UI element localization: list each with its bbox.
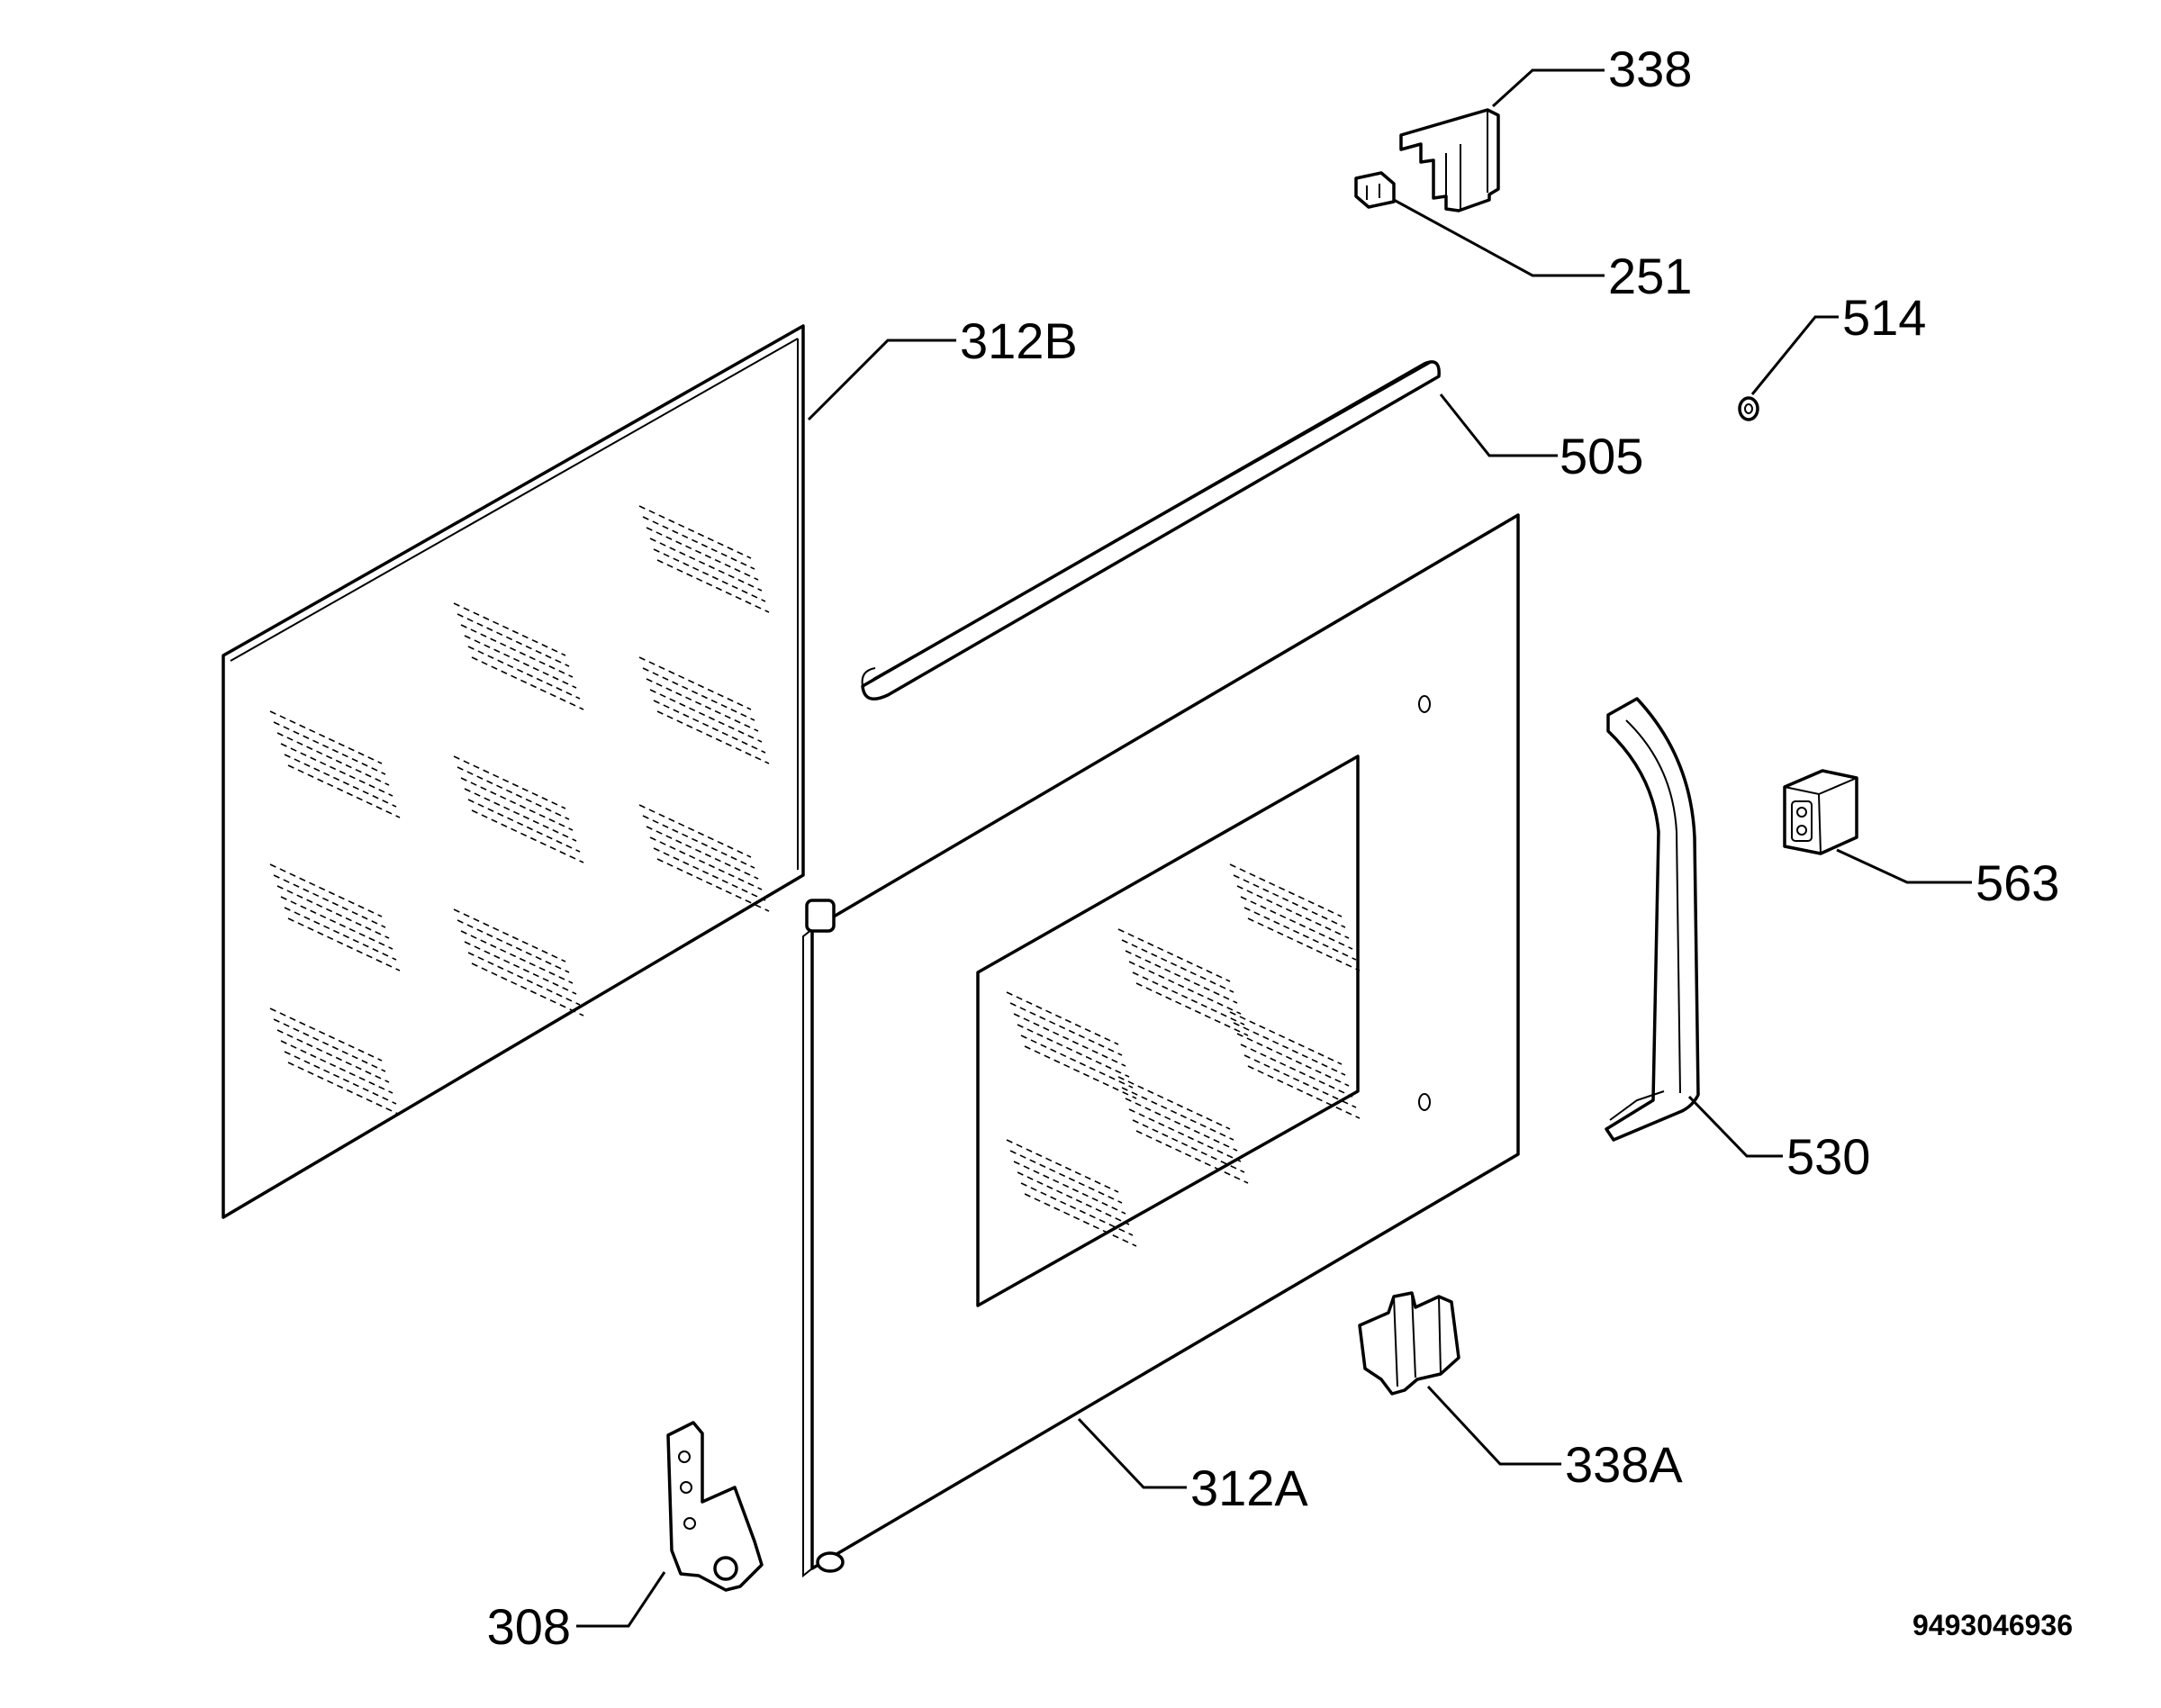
- part-251-clip: [1354, 171, 1396, 209]
- part-338-end-cap-top: [1399, 108, 1500, 212]
- vent-pattern: [1006, 863, 1361, 1247]
- leader-563: [1836, 848, 1972, 884]
- part-308-hinge-bracket: [666, 1421, 764, 1592]
- part-505-top-profile: [861, 360, 1441, 700]
- callout-312B: 312B: [960, 312, 1078, 369]
- callout-563: 563: [1976, 854, 2059, 911]
- document-number: 9493046936: [1912, 1609, 2073, 1641]
- callout-308: 308: [487, 1598, 571, 1655]
- part-514-screw: [1738, 396, 1759, 421]
- leader-lines: [576, 68, 1972, 1628]
- callout-312A: 312A: [1190, 1459, 1308, 1516]
- leader-505: [1439, 393, 1558, 457]
- part-563-connector-block: [1783, 769, 1858, 855]
- leader-308: [576, 1571, 666, 1628]
- callout-338A: 338A: [1565, 1436, 1683, 1493]
- part-530-door-handle: [1605, 697, 1700, 1142]
- callout-labels: 338 251 514 312B 505 563 530 312A 338A 3…: [487, 41, 2060, 1655]
- leader-338: [1491, 68, 1605, 108]
- callout-505: 505: [1560, 428, 1643, 484]
- part-312A-door-glass: [802, 513, 1520, 1578]
- leader-530: [1687, 1095, 1783, 1158]
- callout-514: 514: [1842, 289, 1926, 346]
- callout-251: 251: [1608, 248, 1692, 304]
- leader-514: [1750, 315, 1839, 395]
- callout-530: 530: [1786, 1128, 1870, 1185]
- vent-pattern: [269, 505, 770, 1116]
- leader-312A: [1077, 1417, 1187, 1489]
- part-312B-glass-panel: [222, 324, 805, 1219]
- leader-312B: [807, 339, 956, 421]
- leader-251: [1393, 198, 1605, 277]
- callout-338: 338: [1608, 41, 1692, 97]
- leader-338A: [1426, 1385, 1561, 1466]
- part-338A-end-cap-bottom: [1358, 1291, 1460, 1396]
